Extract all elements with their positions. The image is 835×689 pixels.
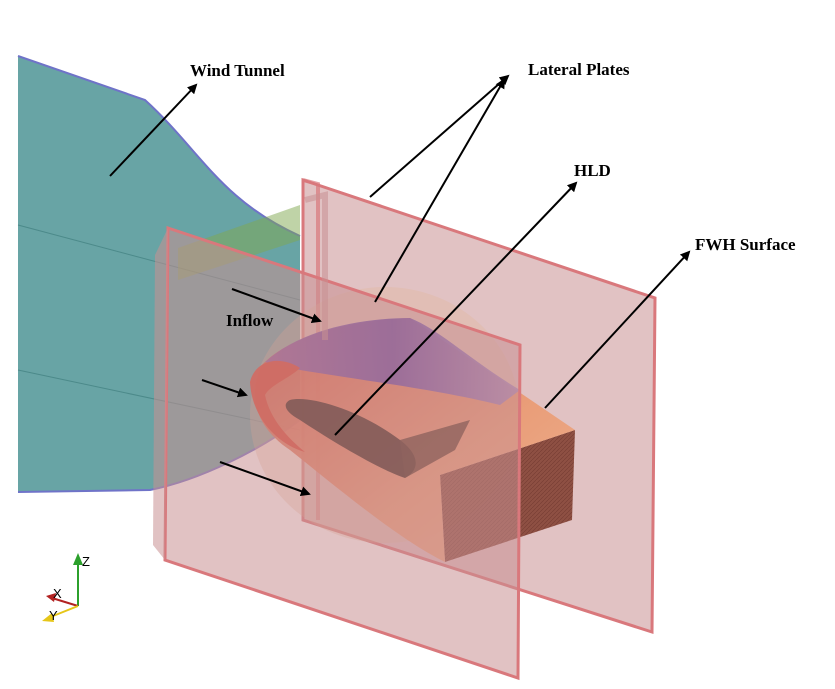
label-hld: HLD — [574, 161, 611, 180]
arrow-inflow-2 — [201, 379, 248, 398]
arrow-lateral-plates-1 — [369, 74, 510, 198]
arrow-wind-tunnel — [109, 83, 198, 177]
y-axis-arrow — [42, 613, 54, 622]
lateral-plate-front — [153, 191, 522, 681]
label-wind-tunnel: Wind Tunnel — [190, 61, 285, 80]
y-axis-line — [47, 605, 79, 619]
y-axis-label: Y — [49, 608, 58, 623]
label-fwh-surface: FWH Surface — [695, 235, 796, 254]
annotation-arrows — [109, 74, 691, 496]
x-axis-arrow — [46, 593, 56, 602]
x-axis-label: X — [53, 586, 62, 601]
z-axis-label: Z — [82, 554, 90, 569]
label-lateral-plates: Lateral Plates — [528, 60, 630, 79]
x-axis-line — [51, 597, 79, 607]
arrow-inflow-1 — [231, 288, 322, 323]
z-axis-arrow — [73, 553, 83, 565]
axis-triad: Z X Y — [42, 553, 90, 623]
label-inflow: Inflow — [226, 311, 274, 330]
arrow-fwh-surface — [544, 250, 691, 409]
arrow-inflow-3 — [219, 461, 311, 496]
arrow-hld — [334, 181, 578, 436]
arrow-lateral-plates-2 — [374, 78, 506, 303]
